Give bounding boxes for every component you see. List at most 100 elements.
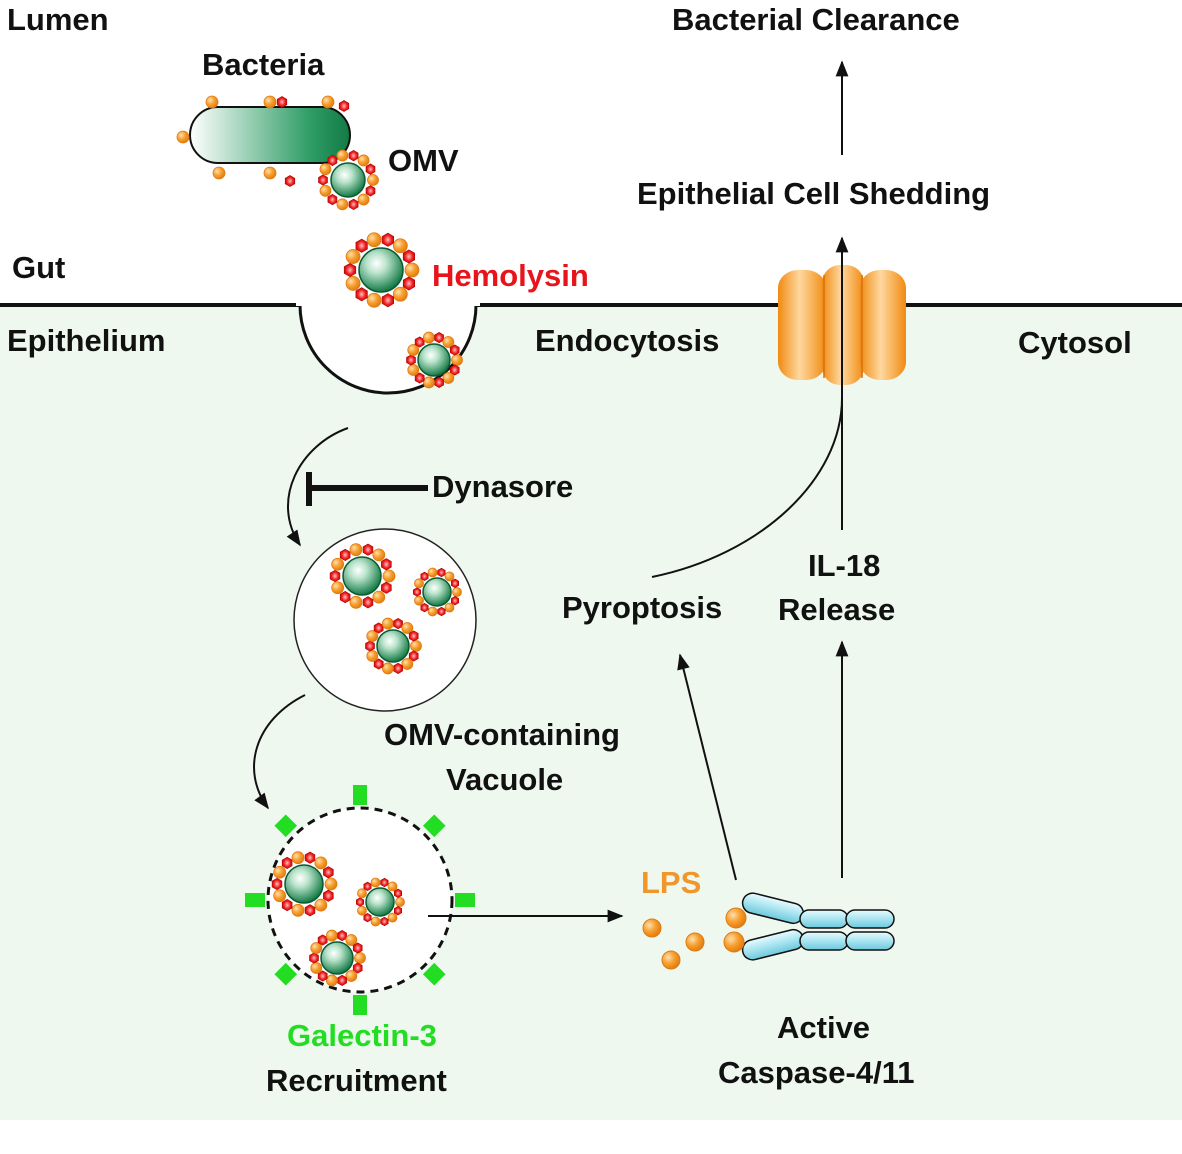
omv-core xyxy=(376,629,410,663)
label-hemolysin: Hemolysin xyxy=(432,258,589,293)
galectin-3-square xyxy=(422,814,446,838)
lps-particle xyxy=(331,557,345,571)
hemolysin-particle xyxy=(317,934,328,946)
lps-particle xyxy=(422,331,435,344)
hemolysin-particle xyxy=(362,543,374,556)
omv-particle xyxy=(329,543,396,609)
hemolysin-particle xyxy=(352,942,363,954)
hemolysin-particle xyxy=(355,238,368,253)
label-caspase-line1: Active xyxy=(777,1010,871,1045)
hemolysin-particle xyxy=(449,344,460,356)
hemolysin-particle xyxy=(394,888,402,898)
hemolysin-particle xyxy=(343,263,357,277)
hemolysin-particle xyxy=(323,889,334,902)
lps-particle xyxy=(357,905,367,916)
bacterium xyxy=(189,106,351,164)
label-pyroptosis: Pyroptosis xyxy=(562,590,723,625)
lps-particle xyxy=(321,95,335,109)
hemolysin-particle xyxy=(356,897,364,907)
hemolysin-particle xyxy=(381,232,394,247)
hemolysin-particle xyxy=(381,581,392,594)
hemolysin-particle xyxy=(437,567,446,578)
omv-core xyxy=(284,864,324,904)
hemolysin-particle xyxy=(413,587,421,597)
lps-particle xyxy=(291,851,305,865)
hemolysin-particle xyxy=(365,163,376,175)
omv-particle xyxy=(343,232,420,308)
lps-particle xyxy=(366,630,379,642)
hemolysin-particle xyxy=(339,548,351,561)
region-cytosol: Cytosol xyxy=(1018,325,1132,360)
lps-particle xyxy=(310,962,323,974)
lps-particle xyxy=(345,934,358,946)
region-epithelium: Epithelium xyxy=(7,323,166,358)
lps-particle xyxy=(427,606,438,617)
label-il18-line1: IL-18 xyxy=(808,548,881,583)
hemolysin-particle xyxy=(434,376,444,388)
omv-particle xyxy=(271,851,338,917)
lps-particle xyxy=(392,286,408,302)
lps-particle xyxy=(442,336,455,348)
galectin-3-square xyxy=(274,962,298,986)
hemolysin-particle xyxy=(281,856,293,869)
hemolysin-particle xyxy=(327,193,338,206)
region-gut: Gut xyxy=(12,250,66,285)
lps-particle xyxy=(401,658,414,670)
hemolysin-particle xyxy=(381,293,394,308)
lps-particle xyxy=(349,543,363,557)
lps-particle xyxy=(357,888,367,899)
omv-particle xyxy=(413,567,462,617)
lps-particle xyxy=(367,174,379,186)
lps-particle xyxy=(176,130,190,144)
omv-core xyxy=(417,343,451,377)
hemolysin-particle xyxy=(284,175,296,187)
lps-particle xyxy=(381,617,394,630)
label-shedding: Epithelial Cell Shedding xyxy=(637,176,991,211)
omv-particle xyxy=(318,149,379,211)
hemolysin-particle xyxy=(355,287,368,302)
label-galectin-3: Galectin-3 xyxy=(287,1018,437,1053)
caspase-dimer xyxy=(723,892,895,961)
omv-core xyxy=(422,577,452,607)
hemolysin-particle xyxy=(337,930,347,942)
lps-particle xyxy=(319,163,332,176)
hemolysin-particle xyxy=(339,591,351,604)
lps-particle xyxy=(273,889,287,903)
lps-particle xyxy=(325,974,338,987)
hemolysin-particle xyxy=(394,906,402,916)
hemolysin-particle xyxy=(414,336,425,348)
lps-particle xyxy=(444,571,455,582)
lps-particle xyxy=(336,149,349,162)
hemolysin-particle xyxy=(402,249,415,264)
hemolysin-particle xyxy=(437,606,446,617)
hemolysin-particle xyxy=(408,650,419,662)
label-clearance: Bacterial Clearance xyxy=(672,2,960,37)
lps-particle xyxy=(410,640,422,652)
galectin-3-marks xyxy=(245,785,475,1015)
label-endocytosis: Endocytosis xyxy=(535,323,720,358)
lps-particle xyxy=(354,952,366,964)
lps-particle xyxy=(324,877,338,891)
lps-particle xyxy=(357,193,370,206)
label-omv: OMV xyxy=(388,143,459,178)
galectin-3-square xyxy=(245,893,265,907)
hemolysin-particle xyxy=(318,174,328,186)
hemolysin-particle xyxy=(381,558,392,571)
hemolysin-particle xyxy=(402,276,415,291)
lps-particle xyxy=(414,578,424,589)
lps-particle xyxy=(442,372,455,384)
hemolysin-particle xyxy=(451,578,459,588)
lps-particle xyxy=(370,877,381,888)
galectin-3-square xyxy=(353,995,367,1015)
label-il18-line2: Release xyxy=(778,592,896,627)
membrane-pore xyxy=(778,248,906,400)
lps-particle xyxy=(381,662,394,675)
lps-particle xyxy=(263,166,277,180)
lps-particle xyxy=(325,929,338,942)
omv-particle xyxy=(356,877,405,927)
hemolysin-particle xyxy=(276,96,288,108)
lps-particle xyxy=(345,249,361,264)
hemolysin-particle xyxy=(449,364,460,376)
hemolysin-particle xyxy=(420,571,429,581)
hemolysin-particle xyxy=(271,877,283,891)
